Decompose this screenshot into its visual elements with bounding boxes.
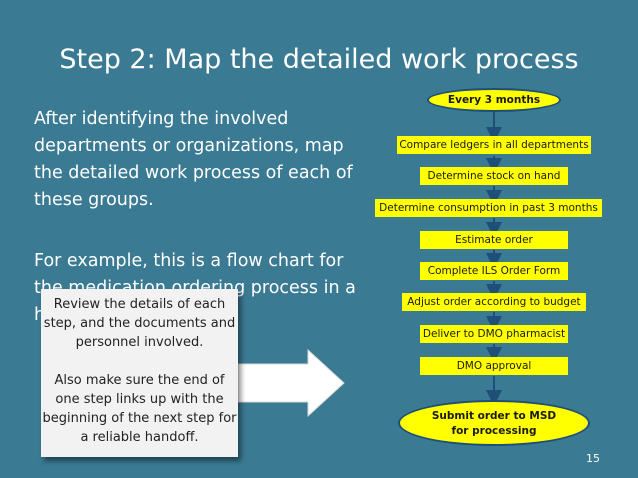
page-number: 15	[586, 452, 600, 465]
step-box-1: Compare ledgers in all departments	[397, 136, 591, 154]
callout-box: Review the details of each step, and the…	[41, 289, 238, 457]
end-label-line2: for processing	[451, 425, 537, 437]
callout-paragraph-1: Review the details of each step, and the…	[43, 297, 236, 350]
step-box-2: Determine stock on hand	[420, 167, 568, 185]
start-ellipse: Every 3 months	[427, 88, 561, 112]
callout-paragraph-2: Also make sure the end of one step links…	[42, 373, 237, 445]
start-label: Every 3 months	[447, 94, 541, 106]
slide-title: Step 2: Map the detailed work process	[59, 44, 579, 75]
end-ellipse: Submit order to MSD for processing	[398, 400, 590, 446]
step-box-7: Deliver to DMO pharmacist	[420, 325, 568, 343]
intro-paragraph: After identifying the involved departmen…	[34, 109, 353, 210]
pointer-arrow-icon	[237, 348, 345, 418]
step-box-4: Estimate order	[420, 231, 568, 249]
step-box-8: DMO approval	[420, 357, 568, 375]
step-box-6: Adjust order according to budget	[402, 293, 586, 311]
step-box-5: Complete ILS Order Form	[420, 262, 568, 280]
step-box-3: Determine consumption in past 3 months	[375, 199, 602, 217]
end-label-line1: Submit order to MSD	[431, 410, 557, 422]
